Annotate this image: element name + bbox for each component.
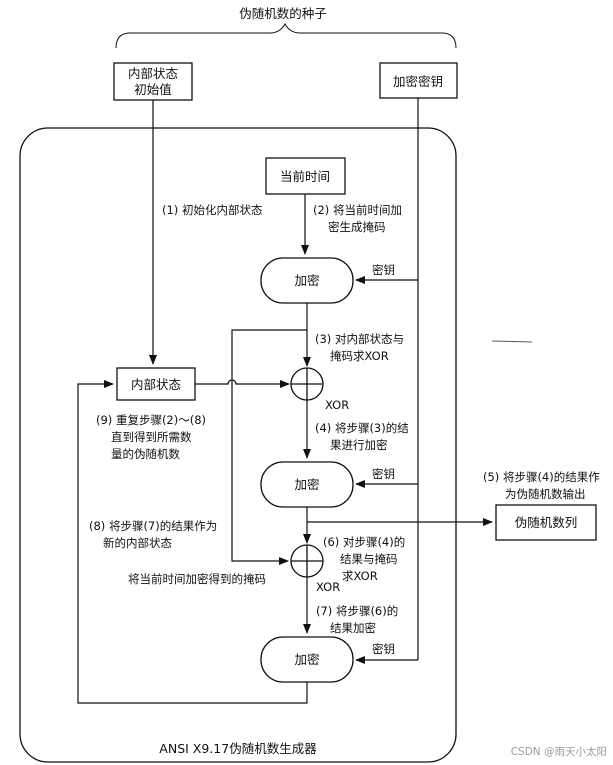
generator-frame — [19, 127, 457, 763]
seed-title: 伪随机数的种子 — [239, 6, 327, 21]
key-box-label: 加密密钥 — [393, 74, 443, 89]
internal-state-box — [116, 367, 196, 401]
xor-label-1: XOR — [325, 398, 349, 412]
step-3-line2: 掩码求XOR — [330, 349, 389, 363]
step-9-line2: 直到得到所需数 — [111, 430, 192, 444]
step-6-line1: (6) 对步骤(4)的 — [323, 535, 405, 549]
mask-branch — [231, 329, 307, 565]
step-3-line1: (3) 对内部状态与 — [315, 332, 404, 346]
current-time-label: 当前时间 — [280, 169, 330, 184]
internal-state-label: 内部状态 — [131, 377, 181, 392]
encrypt-label-1: 加密 — [294, 273, 319, 288]
step-7-line1: (7) 将步骤(6)的 — [316, 604, 398, 618]
stray-mark — [491, 340, 533, 343]
step-5-line1: (5) 将步骤(4)的结果作 — [483, 470, 600, 484]
watermark: CSDN @雨天小太阳 — [511, 745, 607, 758]
initial-state-line1: 内部状态 — [128, 66, 178, 81]
encrypt-label-2: 加密 — [294, 477, 319, 492]
step-2-line1: (2) 将当前时间加 — [313, 203, 402, 217]
step-8-line2: 新的内部状态 — [103, 536, 172, 550]
key-label-1: 密钥 — [372, 263, 395, 277]
initial-state-line2: 初始值 — [134, 82, 172, 97]
initial-state-box — [113, 62, 193, 101]
step-7-line2: 结果加密 — [330, 621, 376, 635]
step-6-line2: 结果与掩码 — [340, 552, 398, 566]
step-2-line2: 密生成掩码 — [328, 220, 386, 234]
seed-brace — [115, 22, 457, 49]
output-box-label: 伪随机数列 — [515, 515, 578, 530]
key-label-3: 密钥 — [372, 642, 395, 656]
mask-label: 将当前时间加密得到的掩码 — [128, 572, 266, 586]
output-box — [495, 504, 597, 541]
step-9-line1: (9) 重复步骤(2)～(8) — [96, 413, 206, 427]
step-4-line2: 果进行加密 — [330, 438, 388, 452]
key-label-2: 密钥 — [372, 467, 395, 481]
step-5-line2: 为伪随机数输出 — [505, 487, 586, 501]
encrypt-label-3: 加密 — [294, 652, 319, 667]
step-9-line3: 量的伪随机数 — [111, 447, 180, 461]
key-box — [379, 62, 458, 99]
step-4-line1: (4) 将步骤(3)的结 — [315, 421, 409, 435]
step-8-line1: (8) 将步骤(7)的结果作为 — [89, 519, 217, 533]
xor-label-2: XOR — [316, 580, 340, 594]
step-6-line3: 求XOR — [342, 569, 378, 583]
generator-title: ANSI X9.17伪随机数生成器 — [159, 741, 317, 756]
step-1: (1) 初始化内部状态 — [162, 203, 263, 217]
feedback-loop — [77, 380, 308, 704]
flow-state-to-xor1 — [195, 379, 290, 388]
